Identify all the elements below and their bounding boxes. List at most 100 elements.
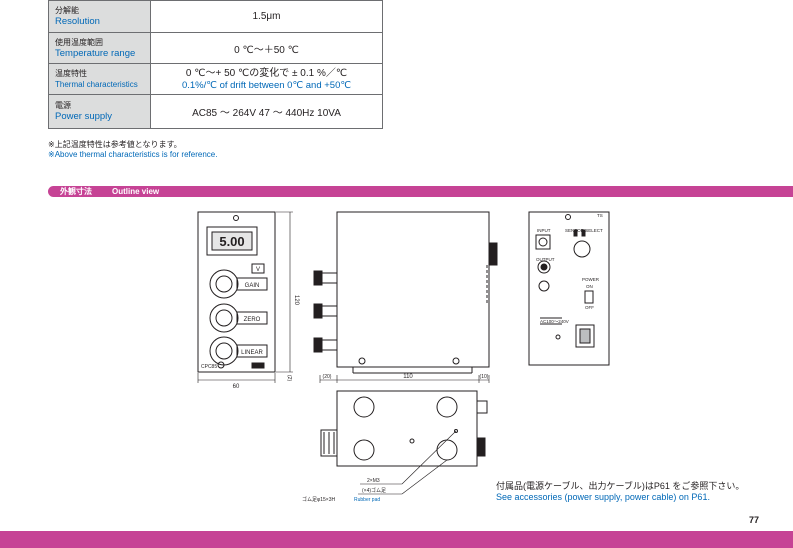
note-ja: ※上記温度特性は参考値となります。	[48, 140, 182, 149]
rear-label-power: POWER	[582, 277, 600, 282]
spec-value: AC85 ～ 264V 47 ～ 440Hz 10VA	[150, 94, 383, 129]
side-knob-stub	[319, 339, 338, 351]
spec-value-ja: 0 ℃～+ 50 ℃の変化で ± 0.1 %／℃	[185, 67, 348, 79]
knob-label-gain: GAIN	[245, 283, 260, 289]
display-value: 5.00	[219, 234, 244, 249]
output-connector-icon	[537, 260, 551, 274]
bottom-view	[320, 390, 488, 495]
rear-screw-small-icon	[555, 334, 561, 340]
knob-zero-outer	[209, 303, 239, 333]
side-screw-icon	[452, 357, 460, 365]
rear-view	[528, 211, 610, 366]
spec-label-en: Temperature range	[55, 47, 136, 59]
unit-label-box	[251, 263, 265, 274]
knob-label-box-gain	[236, 277, 268, 291]
bottom-connector	[476, 400, 488, 414]
rear-label-tag: TS	[597, 213, 603, 218]
sensor-select-knob-icon	[573, 240, 591, 258]
rubber-pad-icon	[436, 396, 458, 418]
rear-panel-outline	[528, 211, 610, 366]
knob-zero-icon	[215, 309, 233, 327]
rubber-pad-label-ja: ゴム足φ15×3H	[302, 496, 336, 503]
rear-screw-icon	[565, 214, 571, 220]
knob-gain-outer	[209, 269, 239, 299]
display-frame	[206, 226, 258, 256]
spec-label-ja: 電源	[55, 101, 71, 110]
bottom-body-outline	[336, 390, 478, 467]
front-panel-outline	[197, 211, 276, 373]
page-number: 77	[749, 515, 760, 525]
knob-linear-icon	[215, 342, 233, 360]
spec-label-en: Resolution	[55, 16, 100, 27]
dim-depth-rear: (10)	[480, 374, 489, 380]
brand-logo	[251, 362, 265, 369]
spec-row-thermal-characteristics: 温度特性 Thermal characteristics 0 ℃～+ 50 ℃の…	[48, 63, 383, 95]
spec-label: 電源 Power supply	[48, 94, 151, 129]
power-inlet	[575, 324, 595, 348]
spec-label-en: Power supply	[55, 111, 113, 122]
rubber-pad-icon	[353, 396, 375, 418]
dim-height: 120	[293, 295, 299, 306]
knob-label-linear: LINEAR	[241, 350, 263, 356]
accessories-note-ja: 付属品(電源ケーブル、出力ケーブル)はP61 をご参照下さい。	[496, 481, 745, 491]
side-knob-stub	[319, 272, 338, 284]
model-label: CPC85	[201, 364, 217, 370]
front-screw-icon	[233, 215, 239, 221]
rear-label-output: OUTPUT	[536, 257, 555, 262]
spec-label: 使用温度範囲 Temperature range	[48, 32, 151, 64]
rubber-count-label: (×4)ゴム足	[362, 487, 386, 494]
leader-rubber-pad	[401, 459, 448, 495]
knob-label-zero: ZERO	[244, 317, 261, 323]
spec-row-temperature-range: 使用温度範囲 Temperature range 0 ℃～＋50 ℃	[48, 32, 383, 64]
leader-screw	[401, 430, 457, 485]
spec-label: 温度特性 Thermal characteristics	[48, 63, 151, 95]
spec-label: 分解能 Resolution	[48, 0, 151, 33]
center-screw-icon	[409, 438, 415, 444]
knob-gain-icon	[215, 275, 233, 293]
rear-label-voltage: AC100～240V	[540, 319, 569, 324]
spec-value: 1.5μm	[150, 0, 383, 33]
spec-label-en: Thermal characteristics	[55, 79, 138, 89]
dim-depth-front: (20)	[323, 374, 332, 380]
spec-value-en: 0.1%/℃ of drift between 0℃ and +50℃	[181, 79, 352, 91]
spec-row-power-supply: 電源 Power supply AC85 ～ 264V 47 ～ 440Hz 1…	[48, 94, 383, 129]
rubber-pad-icon	[436, 439, 458, 461]
dim-width: 60	[233, 384, 240, 390]
section-header-bar: 外観寸法 Outline view	[48, 186, 793, 197]
note-en: ※Above thermal characteristics is for re…	[48, 150, 218, 159]
front-view: 5.00 V GAIN ZERO LINEAR CPC85	[197, 211, 293, 383]
rear-label-off: OFF	[585, 305, 594, 310]
rear-label-on: ON	[586, 284, 593, 289]
side-view	[313, 211, 498, 383]
accessories-note-en: See accessories (power supply, power cab…	[496, 492, 710, 502]
knob-label-box-zero	[236, 311, 268, 325]
section-title-en: Outline view	[112, 187, 160, 196]
rear-connector	[488, 242, 498, 266]
spec-label-ja: 分解能	[55, 6, 79, 15]
rear-label-sensor-select: SENSOR SELECT	[565, 228, 603, 233]
spec-value: 0 ℃～＋50 ℃	[150, 32, 383, 64]
dim-bottom: (2)	[286, 375, 292, 381]
side-knob-stub	[319, 305, 338, 317]
section-title-ja: 外観寸法	[60, 187, 92, 196]
spec-label-ja: 温度特性	[55, 68, 87, 78]
footer-bar	[0, 531, 793, 548]
knob-linear-outer	[209, 336, 239, 366]
display-window	[211, 231, 253, 251]
spec-label-ja: 使用温度範囲	[55, 37, 103, 47]
knob-label-box-linear	[236, 344, 268, 358]
spec-row-resolution: 分解能 Resolution 1.5μm	[48, 0, 383, 33]
input-connector-icon	[538, 237, 548, 247]
spec-table: 分解能 Resolution 1.5μm 使用温度範囲 Temperature …	[48, 0, 383, 129]
side-body-outline	[336, 211, 490, 368]
spec-value: 0 ℃～+ 50 ℃の変化で ± 0.1 %／℃ 0.1%/℃ of drift…	[150, 63, 383, 95]
rear-label-input: INPUT	[537, 228, 551, 233]
input-connector	[535, 234, 551, 250]
front-connector-icon	[217, 361, 225, 369]
dim-depth: 110	[403, 374, 413, 380]
power-switch-icon[interactable]	[584, 290, 594, 304]
rubber-pad-label-en: Rubber pad	[354, 497, 380, 503]
output-nut-icon	[538, 280, 550, 292]
outline-drawing: 5.00 V GAIN ZERO LINEAR CPC85 60 120 (2)	[197, 211, 610, 503]
rubber-pad-icon	[353, 439, 375, 461]
